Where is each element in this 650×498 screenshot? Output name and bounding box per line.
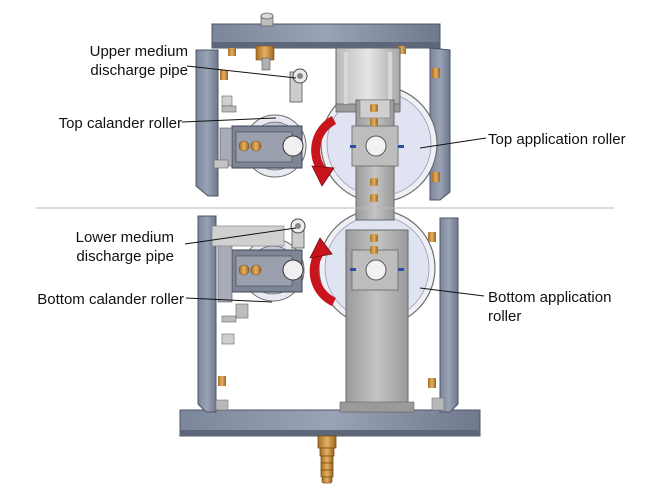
leader-lower-pipe bbox=[184, 227, 297, 245]
upper-medium-discharge-pipe bbox=[255, 45, 308, 103]
top-calander-roller bbox=[213, 95, 307, 178]
leader-bottom-application bbox=[419, 287, 485, 297]
label-upper-medium-discharge-pipe: Upper medium discharge pipe bbox=[89, 43, 188, 79]
leader-top-calander bbox=[181, 117, 277, 123]
base-plate bbox=[179, 409, 481, 437]
lower-medium-discharge-pipe bbox=[290, 218, 306, 249]
label-bottom-calander-roller: Bottom calander roller bbox=[37, 291, 184, 308]
top-rotation-arrow bbox=[311, 116, 337, 187]
outlet-fitting bbox=[317, 435, 337, 484]
leader-bottom-calander bbox=[185, 297, 273, 303]
label-lower-medium-discharge-pipe: Lower medium discharge pipe bbox=[75, 229, 174, 265]
bottom-rotation-arrow bbox=[309, 237, 337, 307]
label-top-calander-roller: Top calander roller bbox=[58, 115, 182, 132]
label-bottom-application-roller: Bottom application roller bbox=[488, 289, 612, 325]
bottom-frame bbox=[197, 215, 459, 413]
leader-lines bbox=[181, 65, 487, 303]
bottom-calander-roller bbox=[211, 225, 305, 345]
leader-upper-pipe bbox=[186, 65, 297, 79]
top-frame bbox=[195, 12, 451, 201]
label-top-application-roller: Top application roller bbox=[488, 131, 626, 148]
leader-top-application bbox=[419, 137, 487, 149]
center-column bbox=[339, 99, 415, 413]
